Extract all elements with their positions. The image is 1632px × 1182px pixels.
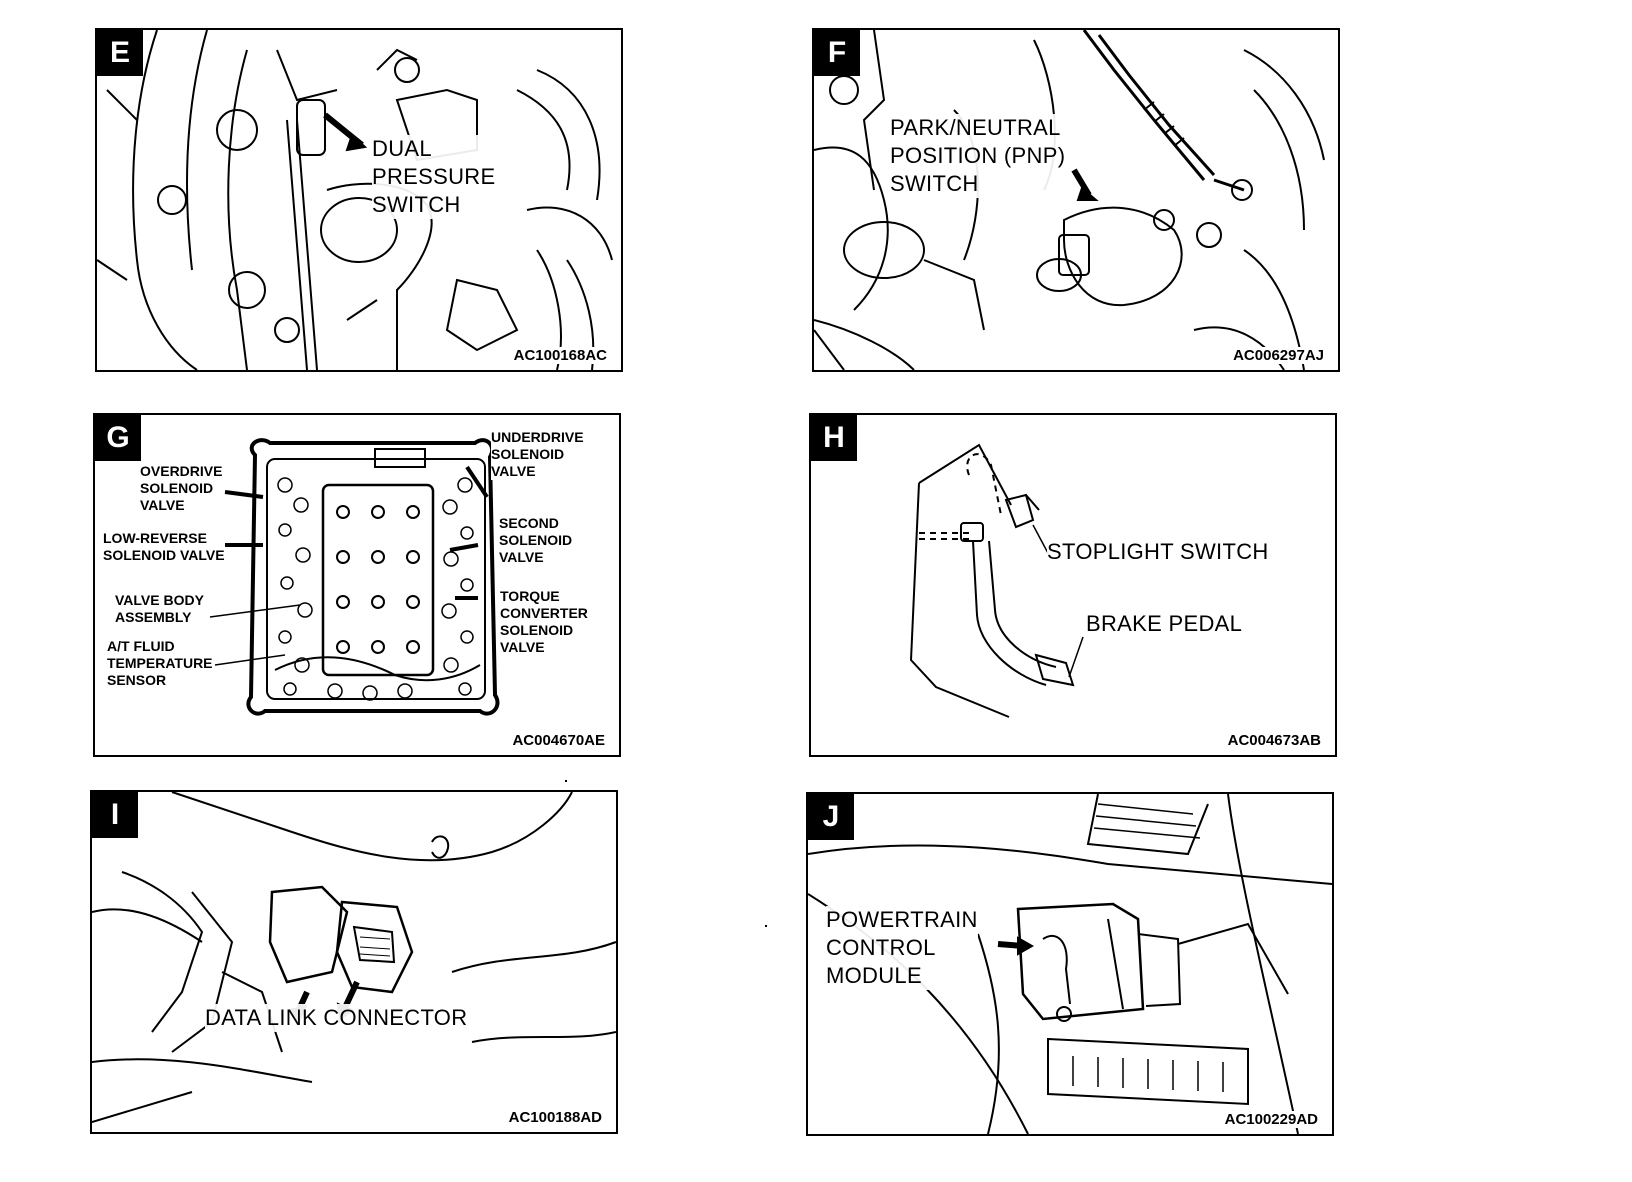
panel-h: H STOPLIGHT SWITCH BRAKE PEDAL AC004673A… <box>809 413 1337 757</box>
stray-mark <box>565 780 567 782</box>
transaxle-illustration <box>814 30 1325 370</box>
panel-i-code: AC100188AD <box>504 1109 606 1126</box>
panel-e-code: AC100168AC <box>509 347 611 364</box>
data-link-connector-label: DATA LINK CONNECTOR <box>205 1004 468 1032</box>
panel-j-badge: J <box>808 794 854 840</box>
panel-j-code: AC100229AD <box>1220 1111 1322 1128</box>
panel-h-badge: H <box>811 415 857 461</box>
valve-body-holes <box>336 505 420 654</box>
panel-g-code: AC004670AE <box>508 732 609 749</box>
brake-pedal-illustration <box>909 443 1084 718</box>
panel-f-badge: F <box>814 30 860 76</box>
panel-i: I DATA LINK CONNECTOR AC100188AD <box>90 790 618 1134</box>
panel-e-badge: E <box>97 30 143 76</box>
stray-mark <box>765 925 767 927</box>
brake-pedal-label: BRAKE PEDAL <box>1086 610 1243 638</box>
panel-f-code: AC006297AJ <box>1229 347 1328 364</box>
panel-i-badge: I <box>92 792 138 838</box>
panel-g-badge: G <box>95 415 141 461</box>
stoplight-switch-label: STOPLIGHT SWITCH <box>1047 538 1269 566</box>
valve-body-illustration <box>209 438 500 716</box>
data-link-connector-illustration <box>92 792 616 1123</box>
panel-h-code: AC004673AB <box>1223 732 1325 749</box>
engine-bay-illustration <box>97 30 613 370</box>
